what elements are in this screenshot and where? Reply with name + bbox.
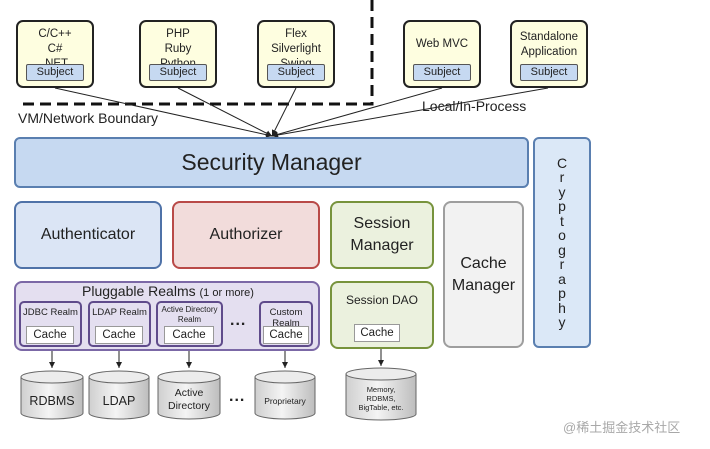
cryptography-letter: r <box>559 256 565 272</box>
realm-label: LDAP Realm <box>92 307 147 318</box>
datastore-cylinder <box>345 367 417 421</box>
security-manager-box: Security Manager <box>14 137 529 188</box>
realm-label: Active Directory Realm <box>161 305 218 324</box>
datastore-label-rdbms: RDBMS <box>29 393 75 408</box>
cryptography-letter: r <box>559 169 565 185</box>
client-box-standalone: Standalone Application Subject <box>510 20 588 88</box>
authenticator-label: Authenticator <box>40 226 136 244</box>
client-box-web-mvc: Web MVC Subject <box>403 20 481 88</box>
client-arrow <box>271 87 549 138</box>
client-box-scripting: PHP Ruby Python Subject <box>139 20 217 88</box>
session-manager-box: Session Manager <box>330 201 434 269</box>
pluggable-realms-title-note: (1 or more) <box>199 287 254 299</box>
realm-label: Custom Realm <box>269 307 303 329</box>
datastore-label-proprietary: Proprietary <box>264 395 306 406</box>
datastore-label-active-directory: Active Directory <box>167 387 210 412</box>
authorizer-label: Authorizer <box>209 226 283 244</box>
security-manager-label: Security Manager <box>181 148 362 175</box>
realms-ellipsis: ... <box>230 312 247 329</box>
pluggable-realms-title-main: Pluggable Realms <box>82 283 196 299</box>
client-label: Web MVC <box>415 38 469 50</box>
datastore-cylinder <box>254 370 316 420</box>
subject-box: Subject <box>26 64 84 81</box>
cache-manager-box: Cache Manager <box>443 201 524 348</box>
client-arrow <box>271 87 443 138</box>
cryptography-letter: p <box>558 285 566 301</box>
local-in-process-label: Local/In-Process <box>422 98 527 114</box>
datastore-cylinder <box>88 370 150 420</box>
authenticator-box: Authenticator <box>14 201 162 269</box>
subject-box: Subject <box>267 64 325 81</box>
cryptography-letter: h <box>558 299 566 316</box>
client-arrow <box>54 87 273 138</box>
vm-network-boundary-line <box>18 0 374 106</box>
cryptography-letter: a <box>558 270 566 287</box>
client-arrow <box>177 87 273 137</box>
client-box-rich-ui: Flex Silverlight Swing Subject <box>257 20 335 88</box>
vm-network-boundary-label: VM/Network Boundary <box>18 110 159 126</box>
watermark-text: @稀土掘金技术社区 <box>563 420 681 435</box>
realm-cache: Cache <box>263 326 309 344</box>
session-manager-label: Session Manager <box>350 215 414 254</box>
realm-cache: Cache <box>26 326 74 344</box>
subject-box: Subject <box>413 64 471 81</box>
datastore-label-ldap: LDAP <box>102 393 136 408</box>
client-label: Standalone Application <box>519 31 579 58</box>
datastore-cylinder <box>157 370 221 420</box>
session-dao-cache: Cache <box>354 324 400 342</box>
subject-box: Subject <box>520 64 578 81</box>
datastore-cylinder <box>20 370 84 420</box>
session-dao-label: Session DAO <box>345 293 419 307</box>
cryptography-letter: C <box>556 154 568 171</box>
datastore-label-memory: Memory, RDBMS, BigTable, etc. <box>358 384 404 412</box>
cryptography-box: C r y p t o g r a p h y <box>533 137 591 348</box>
cryptography-letter: y <box>558 314 566 330</box>
client-box-dotnet: C/C++ C# .NET Subject <box>16 20 94 88</box>
authorizer-box: Authorizer <box>172 201 320 269</box>
realm-cache: Cache <box>95 326 143 344</box>
datastores-ellipsis: ... <box>229 388 246 405</box>
cryptography-letter: p <box>558 198 566 214</box>
client-arrow <box>271 87 297 137</box>
realm-cache: Cache <box>164 326 214 344</box>
realm-label: JDBC Realm <box>23 307 78 318</box>
subject-box: Subject <box>149 64 207 81</box>
cryptography-letter: g <box>558 241 566 258</box>
cryptography-letter: o <box>558 227 566 243</box>
pluggable-realms-title: Pluggable Realms (1 or more) <box>82 283 254 299</box>
cryptography-letter: t <box>560 212 564 229</box>
cryptography-letter: y <box>558 183 566 200</box>
cache-manager-label: Cache Manager <box>451 254 516 294</box>
